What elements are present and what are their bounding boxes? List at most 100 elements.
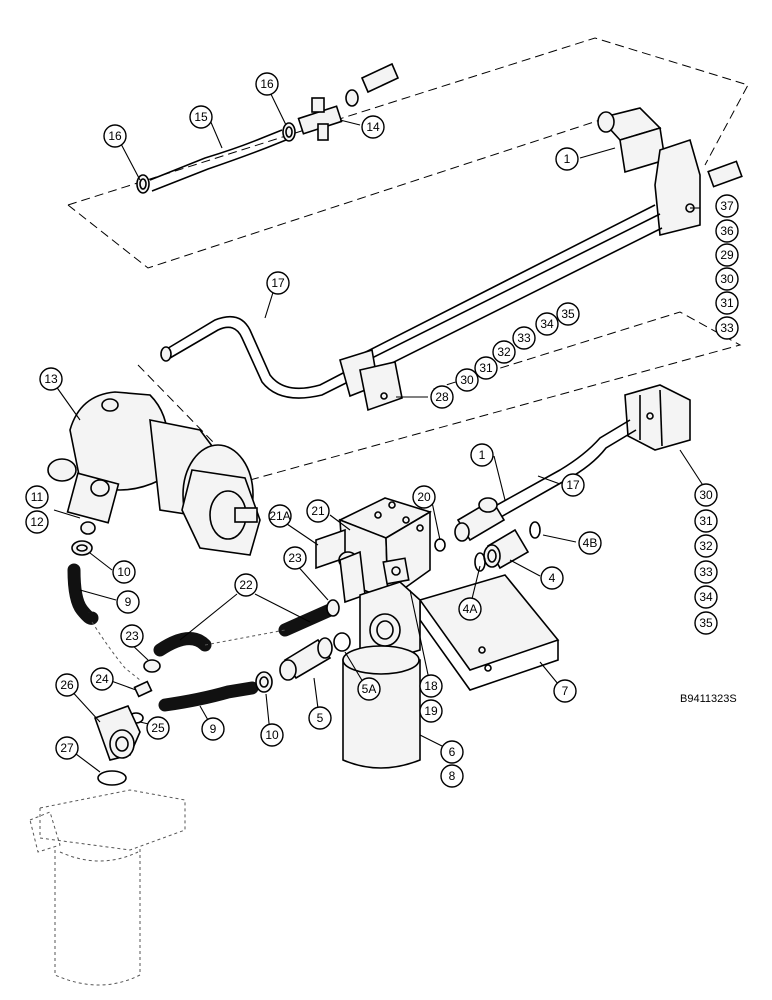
o-ring-27 xyxy=(97,770,127,786)
callout-c9a: 9 xyxy=(116,590,140,614)
reference-code: B9411323S xyxy=(680,693,737,705)
callout-c36: 36 xyxy=(715,219,739,243)
callout-number: 5 xyxy=(317,711,324,725)
callout-number: 8 xyxy=(449,769,456,783)
callout-bubble xyxy=(234,573,258,597)
callout-number: 16 xyxy=(108,129,122,143)
callout-c23b: 23 xyxy=(120,624,144,648)
filter-head xyxy=(359,581,421,663)
callout-bubble xyxy=(535,312,559,336)
callout-bubble xyxy=(189,105,213,129)
callout-bubble xyxy=(255,72,279,96)
callout-number: 24 xyxy=(95,672,109,686)
o-ring-20 xyxy=(434,538,446,552)
callout-c17a: 17 xyxy=(266,271,290,295)
clamp-16-right xyxy=(282,122,296,142)
mounting-plate-7 xyxy=(418,574,560,691)
callout-bubble xyxy=(715,243,739,267)
callout-number: 22 xyxy=(239,578,253,592)
callout-number: 35 xyxy=(561,307,575,321)
callout-number: 9 xyxy=(210,722,217,736)
callout-bubble xyxy=(492,340,516,364)
callout-bubble xyxy=(430,385,454,409)
callout-bubble xyxy=(512,326,536,350)
callout-number: 18 xyxy=(424,679,438,693)
callout-number: 31 xyxy=(720,296,734,310)
callout-number: 5A xyxy=(362,682,377,696)
callout-c11: 11 xyxy=(25,485,49,509)
callout-bubble xyxy=(103,124,127,148)
valve-1-lower xyxy=(454,497,506,542)
callout-number: 33 xyxy=(720,321,734,335)
callout-number: 10 xyxy=(265,728,279,742)
callout-number: 32 xyxy=(699,539,713,553)
callout-number: 32 xyxy=(497,345,511,359)
callout-c17b: 17 xyxy=(561,473,585,497)
callout-bubble xyxy=(715,291,739,315)
callout-bubble xyxy=(561,473,585,497)
callout-bubble xyxy=(412,485,436,509)
callout-number: 37 xyxy=(720,199,734,213)
callout-c16a: 16 xyxy=(103,124,127,148)
callout-c5A: 5A xyxy=(357,677,381,701)
callout-c35b: 35 xyxy=(694,611,718,635)
callout-number: 34 xyxy=(699,590,713,604)
callout-bubble xyxy=(419,699,443,723)
callout-number: 17 xyxy=(271,276,285,290)
callout-c4: 4 xyxy=(540,566,564,590)
callout-bubble xyxy=(694,560,718,584)
callout-bubble xyxy=(694,509,718,533)
callout-number: 15 xyxy=(194,110,208,124)
callout-bubble xyxy=(308,706,332,730)
o-ring-5A xyxy=(333,632,351,652)
callout-c21A: 21A xyxy=(268,504,292,528)
callout-bubble xyxy=(266,271,290,295)
callout-c30b: 30 xyxy=(455,368,479,392)
callout-bubble xyxy=(440,764,464,788)
port-18 xyxy=(382,557,410,585)
callout-number: 33 xyxy=(699,565,713,579)
hose-15 xyxy=(149,129,287,192)
callout-number: 23 xyxy=(125,629,139,643)
filter-base-reference xyxy=(29,789,186,986)
callout-c30c: 30 xyxy=(694,483,718,507)
callout-c35a: 35 xyxy=(556,302,580,326)
o-ring-4B xyxy=(529,521,541,539)
hose-9-return-dashes xyxy=(91,621,141,681)
callout-c32b: 32 xyxy=(694,534,718,558)
callout-bubble xyxy=(578,531,602,555)
callout-number: 4B xyxy=(583,536,598,550)
callout-number: 30 xyxy=(460,373,474,387)
callout-c31b: 31 xyxy=(474,356,498,380)
callout-number: 26 xyxy=(60,678,74,692)
callout-number: 35 xyxy=(699,616,713,630)
callout-c33a: 33 xyxy=(715,316,739,340)
callout-c10b: 10 xyxy=(260,723,284,747)
bracket-right xyxy=(624,384,691,451)
middle-assembly-panel-top xyxy=(249,311,742,481)
callout-c4B: 4B xyxy=(578,531,602,555)
callout-number: 17 xyxy=(566,478,580,492)
callout-group: 1141516163736293031331728303132333435131… xyxy=(25,72,739,788)
callout-number: 12 xyxy=(30,515,44,529)
callout-bubble xyxy=(553,679,577,703)
callout-number: 30 xyxy=(699,488,713,502)
fitting-24 xyxy=(133,680,153,698)
callout-c15: 15 xyxy=(189,105,213,129)
callout-bubble xyxy=(112,560,136,584)
callout-number: 20 xyxy=(417,490,431,504)
bracket-28 xyxy=(339,348,403,412)
callout-bubble xyxy=(39,367,63,391)
callout-c26: 26 xyxy=(55,673,79,697)
callout-c34b: 34 xyxy=(694,585,718,609)
callout-number: 21A xyxy=(269,509,290,523)
callout-bubble xyxy=(25,510,49,534)
callout-bubble xyxy=(458,597,482,621)
callout-number: 21 xyxy=(311,504,325,518)
callout-number: 25 xyxy=(151,721,165,735)
callout-c29: 29 xyxy=(715,243,739,267)
elbow-26 xyxy=(93,704,141,761)
callout-number: 31 xyxy=(479,361,493,375)
callout-c16b: 16 xyxy=(255,72,279,96)
hose-9-left xyxy=(67,563,99,625)
